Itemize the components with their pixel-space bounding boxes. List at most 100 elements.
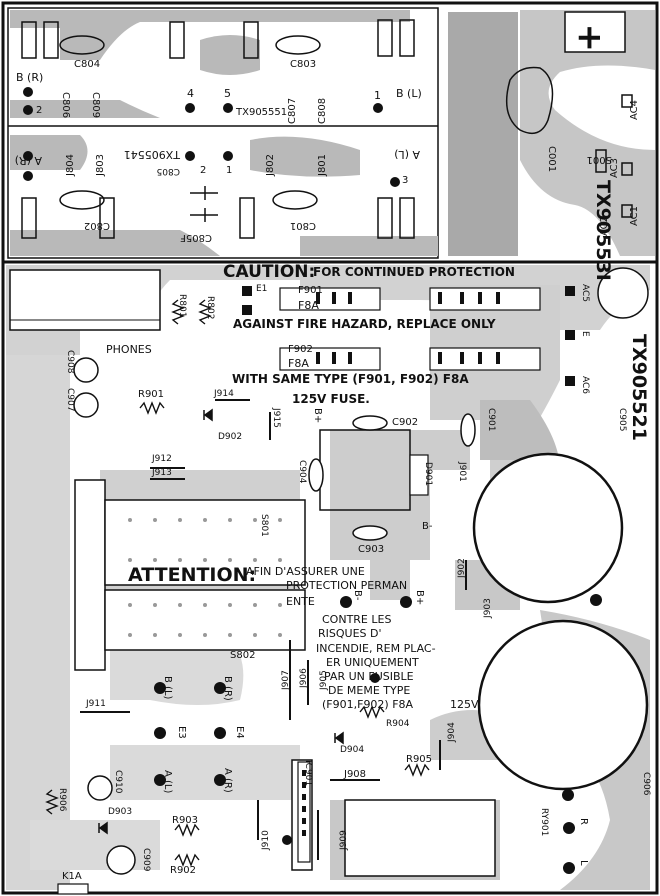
label-j803: J803 <box>95 153 106 176</box>
label-c904: C904 <box>297 460 307 484</box>
attention-line-6: INCENDIE, REM PLAC- <box>316 642 436 655</box>
label-ac3: AC3 <box>609 157 620 178</box>
label-top-board-id: TX905551 <box>236 107 288 118</box>
label-d903: D903 <box>108 807 133 817</box>
label-r901: R901 <box>138 389 165 400</box>
label-c809: C809 <box>90 92 101 119</box>
label-n1b: 1 <box>226 165 233 176</box>
label-j909: J909 <box>339 830 349 850</box>
attention-line-2: PROTECTION PERMAN <box>286 579 408 592</box>
label-j908: J908 <box>344 769 367 780</box>
label-j902: J902 <box>457 558 467 578</box>
label-c807: C807 <box>287 97 298 124</box>
label-ac6: AC6 <box>580 376 590 395</box>
label-j912: J912 <box>152 454 172 464</box>
label-out-l: L <box>578 860 589 866</box>
label-j802: J802 <box>265 153 276 176</box>
label-r801: R801 <box>177 294 187 318</box>
label-c902: C902 <box>392 417 419 428</box>
big-cap-upper <box>472 452 624 604</box>
label-a-r: A (R) <box>14 154 42 167</box>
label-r902: R902 <box>170 865 197 876</box>
caution-line-4: 125V FUSE. <box>292 392 370 406</box>
label-e1: E1 <box>256 284 268 294</box>
label-n4: 4 <box>187 87 194 100</box>
attention-line-3: ENTE <box>286 595 315 608</box>
phones-jack <box>9 269 161 331</box>
label-c901: C901 <box>486 408 496 432</box>
fuse-holders <box>279 287 541 371</box>
label-right-board-id: TX90553I <box>592 180 614 281</box>
label-c801: C801 <box>289 220 316 231</box>
label-b-minus: B- <box>422 521 433 532</box>
label-b-r-2: B (R) <box>222 676 233 701</box>
top-subboard-outline <box>7 7 439 259</box>
label-n5: 5 <box>224 87 231 100</box>
label-d901: D901 <box>423 462 433 487</box>
attention-line-7: ER UNIQUEMENT <box>326 656 419 669</box>
ac-copper <box>520 10 655 256</box>
label-j903: J903 <box>483 598 493 618</box>
label-c805: C805 <box>156 166 180 176</box>
label-f8a-2: F8A <box>288 357 309 370</box>
label-left-board-id: TX905541 <box>123 148 180 161</box>
label-r903: R903 <box>172 815 199 826</box>
attention-line-1: AFIN D'ASSURER UNE <box>246 565 365 578</box>
label-n2: 2 <box>36 105 43 116</box>
label-b-l-2: B (L) <box>162 676 173 700</box>
function-switches <box>74 479 496 877</box>
label-c909: C909 <box>141 848 151 872</box>
label-a-l-2: A (L) <box>162 770 173 794</box>
label-c803: C803 <box>290 59 317 70</box>
label-c806: C806 <box>60 92 71 119</box>
label-j901: J901 <box>457 462 467 482</box>
caution-line-1: FOR CONTINUED PROTECTION <box>313 265 515 279</box>
attention-line-10: (F901,F902) F8A <box>322 698 414 711</box>
label-e3: E3 <box>176 726 187 739</box>
attention-line-11: 125V <box>450 698 479 711</box>
label-c808: C808 <box>317 97 328 124</box>
label-f901: F901 <box>298 285 323 296</box>
label-j911: J911 <box>86 699 106 709</box>
label-c802: C802 <box>83 220 110 231</box>
label-j907: J907 <box>281 670 291 690</box>
caution-line-3: WITH SAME TYPE (F901, F902) F8A <box>232 372 469 386</box>
label-ac1: AC1 <box>629 205 640 226</box>
caution-line-2: AGAINST FIRE HAZARD, REPLACE ONLY <box>233 317 496 331</box>
label-ac5: AC5 <box>580 284 590 303</box>
label-s801: S801 <box>259 514 269 537</box>
label-c907: C907 <box>65 388 75 412</box>
label-ic901: IC901 <box>303 760 313 787</box>
label-n3: 3 <box>402 175 409 186</box>
attention-title: ATTENTION: <box>128 564 257 586</box>
label-e4: E4 <box>234 726 245 739</box>
label-b-plus: B+ <box>312 408 323 424</box>
label-r906: R906 <box>57 788 67 812</box>
mount-hole <box>597 267 649 319</box>
top-copper <box>10 10 438 256</box>
label-b-plus-2: B+ <box>414 590 425 606</box>
label-f8a-1: F8A <box>298 299 319 312</box>
big-cap-lower <box>477 619 649 791</box>
label-j906: J906 <box>299 668 309 688</box>
label-j915: J915 <box>271 408 281 428</box>
label-r904: R904 <box>386 719 410 729</box>
label-n1: 1 <box>374 89 381 102</box>
label-c805f: C805F <box>180 232 212 243</box>
label-c001: C001 <box>546 146 557 173</box>
label-c905: C905 <box>617 408 627 432</box>
label-b-minus-2: B- <box>352 590 363 601</box>
label-r802: R802 <box>205 296 215 320</box>
label-a-l: A (L) <box>394 148 420 161</box>
label-phones: PHONES <box>106 343 152 356</box>
label-out-r: R <box>578 818 589 825</box>
attention-line-4: CONTRE LES <box>322 613 392 626</box>
label-c804: C804 <box>74 59 101 70</box>
terminal-plus-box <box>564 11 626 53</box>
label-b-r: B (R) <box>16 71 44 84</box>
label-c906: C906 <box>641 772 651 796</box>
label-j910: J910 <box>261 830 271 850</box>
label-d904: D904 <box>340 745 365 755</box>
